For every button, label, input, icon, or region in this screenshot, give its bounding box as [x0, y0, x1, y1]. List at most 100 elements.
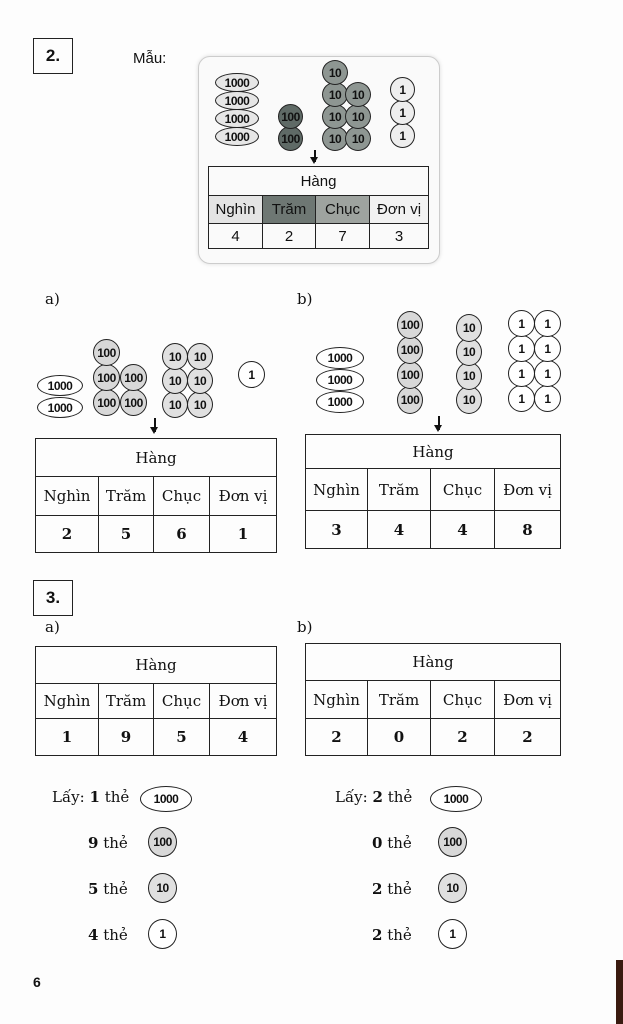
- thousand-coin: 1000: [215, 91, 259, 110]
- ten-coin: 10: [162, 391, 188, 418]
- hundred-coin: 100: [93, 364, 120, 391]
- hundred-coin: 100: [120, 389, 147, 416]
- hundred-coin: 100: [120, 364, 147, 391]
- ten-coin: 10: [345, 104, 371, 129]
- table-value-cell: 4: [208, 718, 278, 756]
- table-value-cell: 2: [493, 718, 562, 756]
- take-card-line: Lấy: 1 thẻ: [52, 788, 129, 806]
- table-value-cell: 8: [493, 510, 562, 549]
- card-count: 2: [372, 788, 383, 806]
- card-unit: thẻ: [387, 926, 412, 944]
- down-arrow-icon: [435, 416, 441, 432]
- column-header: Chục: [430, 680, 495, 719]
- ten-coin: 10: [438, 873, 467, 903]
- table-value-cell: 2: [305, 718, 368, 756]
- thousand-coin: 1000: [215, 127, 259, 146]
- ten-coin: 10: [345, 126, 371, 151]
- one-coin: 1: [390, 77, 415, 102]
- exercise-3-number: 3.: [33, 580, 73, 616]
- take-card-line: 2 thẻ: [372, 926, 412, 944]
- table-value-cell: 2: [262, 223, 316, 249]
- card-unit: thẻ: [103, 880, 128, 898]
- table-title: Hàng: [304, 434, 562, 469]
- column-header: Chục: [153, 476, 210, 516]
- thousand-coin: 1000: [430, 786, 482, 812]
- ten-coin: 10: [456, 338, 482, 366]
- ten-coin: 10: [187, 367, 213, 394]
- table-value-cell: 4: [430, 510, 495, 549]
- column-header: Chục: [153, 683, 210, 719]
- ten-coin: 10: [187, 343, 213, 370]
- table-value-cell: 7: [315, 223, 370, 249]
- table-title: Hàng: [207, 166, 430, 196]
- table-value-cell: 1: [208, 515, 278, 553]
- column-header: Trăm: [367, 680, 431, 719]
- hundred-coin: 100: [278, 104, 303, 129]
- take-prefix: Lấy:: [52, 788, 85, 806]
- hundred-coin: 100: [438, 827, 467, 857]
- one-coin: 1: [508, 310, 535, 337]
- column-header: Đơn vị: [493, 468, 562, 511]
- card-unit: thẻ: [103, 926, 128, 944]
- table-value-cell: 9: [98, 718, 154, 756]
- card-count: 2: [372, 880, 383, 898]
- table-value-cell: 3: [305, 510, 368, 549]
- column-header: Chục: [315, 195, 370, 224]
- card-count: 1: [89, 788, 100, 806]
- column-header: Đơn vị: [493, 680, 562, 719]
- table-value-cell: 5: [98, 515, 154, 553]
- one-coin: 1: [508, 385, 535, 412]
- hundred-coin: 100: [397, 336, 423, 364]
- thousand-coin: 1000: [316, 347, 364, 369]
- table-value-cell: 2: [430, 718, 495, 756]
- one-coin: 1: [438, 919, 467, 949]
- ten-coin: 10: [345, 82, 371, 107]
- down-arrow-icon: [311, 150, 317, 164]
- take-card-line: 4 thẻ: [88, 926, 128, 944]
- page-number: 6: [33, 974, 41, 990]
- column-header: Nghìn: [305, 468, 368, 511]
- take-card-line: 9 thẻ: [88, 834, 128, 852]
- table-value-cell: 2: [35, 515, 99, 553]
- exercise-3a-label: a): [45, 618, 60, 636]
- column-header: Trăm: [367, 468, 431, 511]
- column-header: Nghìn: [35, 476, 99, 516]
- column-header: Nghìn: [208, 195, 263, 224]
- card-count: 5: [88, 880, 99, 898]
- hundred-coin: 100: [397, 311, 423, 339]
- exercise-2-number: 2.: [33, 38, 73, 74]
- table-value-cell: 3: [368, 223, 430, 249]
- ten-coin: 10: [162, 343, 188, 370]
- ten-coin: 10: [456, 314, 482, 342]
- hundred-coin: 100: [278, 126, 303, 151]
- column-header: Nghìn: [35, 683, 99, 719]
- down-arrow-icon: [151, 418, 157, 434]
- card-count: 4: [88, 926, 99, 944]
- column-header: Đơn vị: [208, 683, 278, 719]
- one-coin: 1: [390, 123, 415, 148]
- thousand-coin: 1000: [37, 375, 83, 396]
- take-card-line: 2 thẻ: [372, 880, 412, 898]
- ten-coin: 10: [322, 60, 348, 85]
- card-count: 9: [88, 834, 99, 852]
- table-value-cell: 1: [35, 718, 99, 756]
- table-value-cell: 5: [153, 718, 210, 756]
- ten-coin: 10: [162, 367, 188, 394]
- hundred-coin: 100: [148, 827, 177, 857]
- table-title: Hàng: [304, 643, 562, 681]
- table-title: Hàng: [34, 646, 278, 684]
- exercise-2b-label: b): [297, 290, 313, 308]
- one-coin: 1: [238, 361, 265, 388]
- card-unit: thẻ: [387, 880, 412, 898]
- column-header: Chục: [430, 468, 495, 511]
- card-unit: thẻ: [103, 834, 128, 852]
- ten-coin: 10: [456, 386, 482, 414]
- table-title: Hàng: [34, 438, 278, 477]
- sample-label: Mẫu:: [133, 50, 167, 67]
- column-header: Đơn vị: [208, 476, 278, 516]
- one-coin: 1: [534, 385, 561, 412]
